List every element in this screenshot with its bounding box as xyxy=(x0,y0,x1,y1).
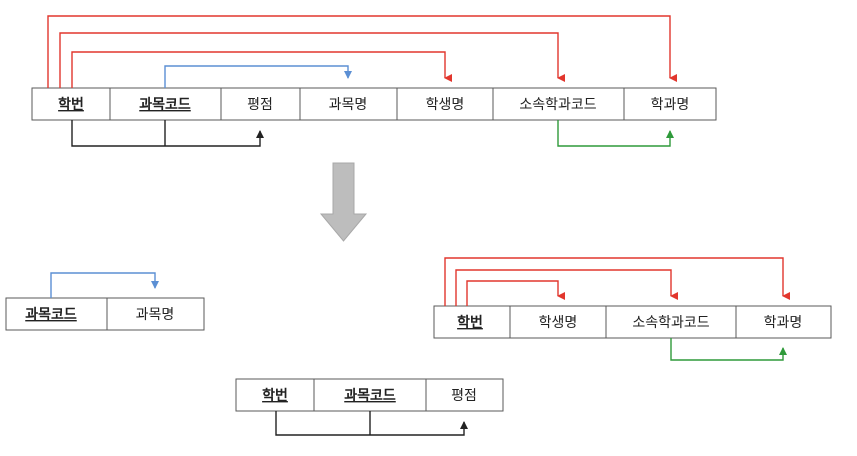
grade-cell-course-code-label: 과목코드 xyxy=(344,388,396,404)
top-cell-student-id: 학번 xyxy=(31,87,111,121)
top-cell-dept-code: 소속학과코드 xyxy=(492,87,625,121)
student-table: 학번 학생명 소속학과코드 학과명 xyxy=(433,257,832,361)
student-cell-student-id-label: 학번 xyxy=(457,315,483,331)
arrow-id-to-dept-code-2 xyxy=(455,269,678,306)
top-cell-dept-name-label: 학과명 xyxy=(651,97,690,113)
top-cell-grade: 평점 xyxy=(220,87,301,121)
student-cell-student-id: 학번 xyxy=(433,305,511,339)
grade-cell-student-id-label: 학번 xyxy=(262,388,288,404)
arrow-dept-code-to-dept-name xyxy=(557,120,674,147)
arrow-id-to-dept-name xyxy=(47,15,677,88)
arrow-id-to-dept-name-2 xyxy=(444,257,790,306)
grade-cell-grade: 평점 xyxy=(425,378,504,412)
arrow-id-to-dept-code xyxy=(59,32,565,88)
student-cell-dept-code-label: 소속학과코드 xyxy=(632,315,709,331)
grade-cell-student-id: 학번 xyxy=(235,378,315,412)
arrow-dept-code-to-dept-name-2 xyxy=(670,338,787,361)
top-cell-course-name: 과목명 xyxy=(299,87,398,121)
top-dependency-arrows xyxy=(47,15,677,147)
course-cell-course-name: 과목명 xyxy=(106,297,205,331)
decomposition-arrow-icon xyxy=(319,162,368,242)
course-cell-course-code: 과목코드 xyxy=(5,297,108,331)
top-cell-grade-label: 평점 xyxy=(247,97,273,113)
arrow-course-code-to-course-name xyxy=(164,65,352,88)
top-cell-student-name-label: 학생명 xyxy=(426,97,465,113)
top-cell-student-id-label: 학번 xyxy=(58,97,84,113)
arrow-id-to-student-name-2 xyxy=(466,280,565,306)
student-cell-student-name: 학생명 xyxy=(509,305,607,339)
top-cell-course-code-label: 과목코드 xyxy=(139,97,191,113)
student-cell-dept-code: 소속학과코드 xyxy=(605,305,737,339)
arrow-composite-key-to-grade xyxy=(71,120,264,147)
grade-cell-grade-label: 평점 xyxy=(451,388,477,404)
course-table: 과목코드 과목명 xyxy=(5,272,205,331)
top-cell-dept-code-label: 소속학과코드 xyxy=(519,97,596,113)
arrow-course-code-to-course-name-2 xyxy=(50,272,159,298)
grade-cell-course-code: 과목코드 xyxy=(313,378,427,412)
course-cell-course-code-label: 과목코드 xyxy=(25,307,77,323)
arrow-id-to-student-name xyxy=(71,51,452,88)
student-cell-student-name-label: 학생명 xyxy=(539,315,578,331)
top-cell-dept-name: 학과명 xyxy=(623,87,717,121)
top-table: 학번 과목코드 평점 과목명 학생명 소속학과코드 학과명 xyxy=(31,87,717,121)
student-cell-dept-name-label: 학과명 xyxy=(764,315,803,331)
top-cell-student-name: 학생명 xyxy=(396,87,494,121)
top-cell-course-code: 과목코드 xyxy=(109,87,222,121)
course-cell-course-name-label: 과목명 xyxy=(136,307,175,323)
grade-table: 학번 과목코드 평점 xyxy=(235,378,504,436)
top-cell-course-name-label: 과목명 xyxy=(329,97,368,113)
student-cell-dept-name: 학과명 xyxy=(735,305,832,339)
